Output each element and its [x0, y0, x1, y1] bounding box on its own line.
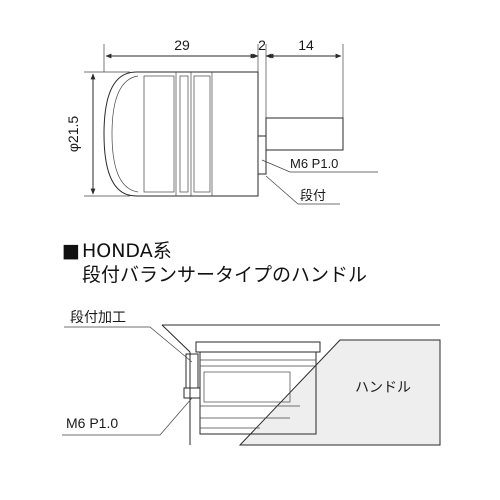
- thread-leader: [62, 397, 193, 436]
- step-process-label: 段付加工: [70, 310, 126, 326]
- top-step-label: 段付: [300, 189, 326, 204]
- bottom-thread-label: M6 P1.0: [66, 415, 118, 431]
- step-collar: [257, 135, 267, 175]
- step-leader: [265, 175, 340, 205]
- dim-step: 2: [258, 37, 266, 53]
- knurl-band: [179, 75, 189, 193]
- balancer-rim: [195, 341, 321, 353]
- shaft: [265, 117, 344, 151]
- handle-label: ハンドル: [355, 380, 411, 396]
- title-bullet: ■: [62, 240, 80, 262]
- bottom-drawing: ハンドル 段付加工 M6 P1.0: [62, 310, 441, 446]
- screw-head: [183, 387, 201, 399]
- title-line-1: ■HONDA系: [62, 240, 172, 262]
- title-text-1: HONDA系: [82, 240, 172, 262]
- knurl-band: [193, 75, 211, 193]
- step-collar: [185, 353, 199, 389]
- knurl-band: [203, 371, 291, 403]
- handle-body: [238, 339, 441, 446]
- balancer-body: [103, 71, 259, 197]
- dim-shaft-length: 14: [298, 37, 314, 53]
- cap-edge: [111, 75, 139, 193]
- top-drawing: 29 2 14 φ21.5 M6 P1.0 段付: [65, 37, 378, 205]
- knurl-band: [143, 75, 175, 193]
- dim-diameter: φ21.5: [65, 116, 81, 153]
- thread-leader: [261, 159, 378, 173]
- section-heading: ■HONDA系 段付バランサータイプのハンドル: [62, 240, 367, 286]
- dim-body-length: 29: [174, 37, 190, 53]
- title-line-2: 段付バランサータイプのハンドル: [82, 264, 367, 286]
- top-thread-label: M6 P1.0: [290, 156, 338, 171]
- handle-top-bevel: [161, 324, 191, 353]
- step-process-leader: [64, 326, 193, 363]
